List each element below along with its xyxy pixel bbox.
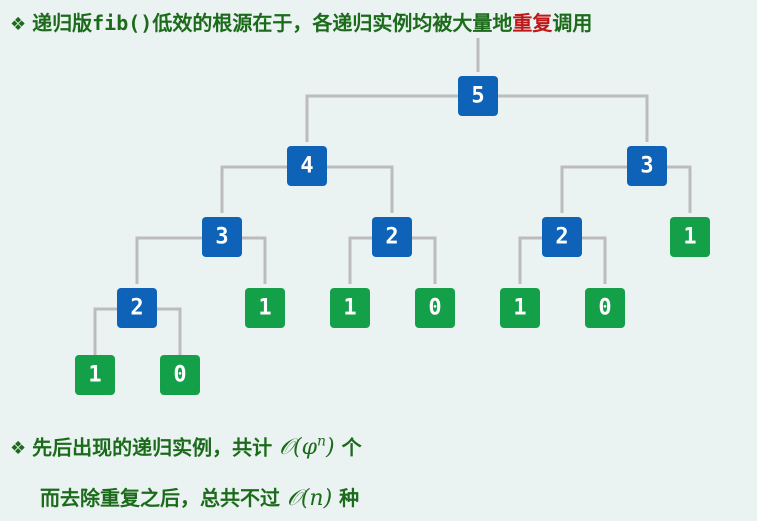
header-text-pre: 递归版	[32, 11, 93, 35]
header-text-post: 调用	[552, 11, 593, 35]
footer-line1-pre: 先后出现的递归实例，共计	[32, 435, 273, 460]
tree-node-n14: 0	[160, 355, 200, 395]
node-label: 1	[88, 363, 101, 388]
node-label: 2	[385, 225, 398, 250]
edge-n3-n6	[560, 165, 627, 213]
header-highlight: 重复	[512, 11, 553, 35]
edge-n4-n10	[412, 236, 437, 284]
tree-node-n4: 2	[372, 217, 412, 257]
tree-node-n6: 2	[542, 217, 582, 257]
edge-n2-n5	[135, 236, 202, 284]
node-label: 0	[173, 363, 186, 388]
node-label: 3	[215, 225, 228, 250]
tree-node-n2: 3	[202, 217, 242, 257]
node-label: 0	[598, 296, 611, 321]
header-code: fib()	[92, 11, 153, 35]
footer-line-2: 而去除重复之后，总共不过 𝒪(n) 种	[40, 485, 359, 512]
node-label: 4	[300, 154, 313, 179]
node-label: 1	[683, 225, 696, 250]
edge-n6-n12	[582, 236, 607, 284]
edge-n2-n7	[242, 236, 267, 284]
node-label: 2	[555, 225, 568, 250]
node-label: 1	[258, 296, 271, 321]
edge-n6-n11	[518, 236, 542, 284]
node-label: 3	[640, 154, 653, 179]
footer-line2-pre: 而去除重复之后，总共不过	[40, 486, 280, 510]
tree-node-n7: 1	[245, 288, 285, 328]
edge-n5-n13	[93, 307, 117, 355]
tree-node-n10: 0	[415, 288, 455, 328]
footer-line1-math: 𝒪(φn)	[279, 434, 335, 461]
diamond-bullet-icon: ❖	[10, 438, 27, 460]
edge-n0-n3	[498, 94, 649, 142]
edge-n4-n8	[348, 236, 372, 284]
tree-node-n8: 1	[330, 288, 370, 328]
tree-edges	[93, 38, 692, 355]
footer-line-1: ❖先后出现的递归实例，共计 𝒪(φn) 个	[10, 429, 362, 462]
edge-n1-n4	[327, 165, 394, 213]
edge-n1-n2	[220, 165, 287, 213]
tree-node-n13: 1	[75, 355, 115, 395]
tree-node-n9: 1	[670, 217, 710, 257]
node-label: 1	[513, 296, 526, 321]
footer-line1-post: 个	[341, 435, 362, 460]
node-label: 0	[428, 296, 441, 321]
tree-node-n0: 5	[458, 76, 498, 116]
node-label: 2	[130, 296, 143, 321]
header-text-mid: 低效的根源在于，各递归实例均被大量地	[152, 11, 513, 35]
tree-node-n1: 4	[287, 146, 327, 186]
edge-n0-n1	[305, 94, 458, 142]
tree-node-n12: 0	[585, 288, 625, 328]
footer-line2-post: 种	[339, 486, 360, 510]
footer-line2-math: 𝒪(n)	[286, 486, 333, 511]
header-line: ❖递归版fib()低效的根源在于，各递归实例均被大量地重复调用	[10, 10, 592, 38]
diamond-bullet-icon: ❖	[10, 14, 27, 35]
edge-n3-n9	[667, 165, 692, 213]
node-label: 5	[471, 84, 484, 109]
edge-n5-n14	[157, 307, 182, 355]
tree-node-n3: 3	[627, 146, 667, 186]
node-label: 1	[343, 296, 356, 321]
tree-node-n5: 2	[117, 288, 157, 328]
tree-node-n11: 1	[500, 288, 540, 328]
